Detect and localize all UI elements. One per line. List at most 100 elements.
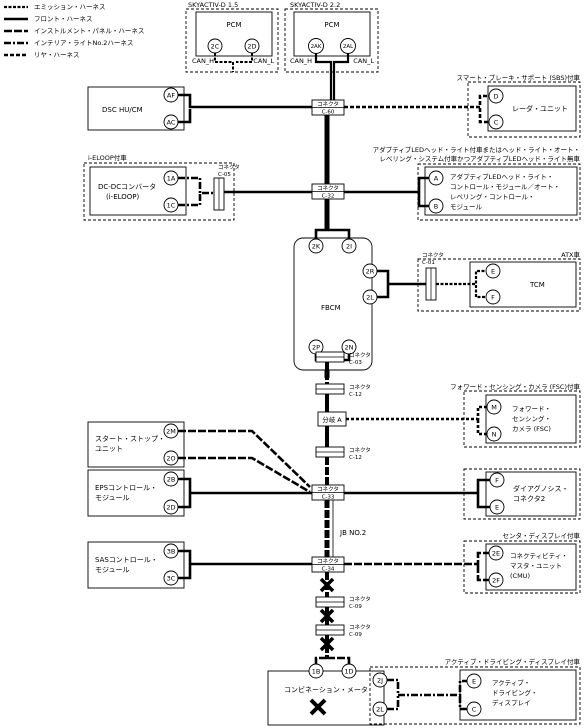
combi-pin-1b: 1B (312, 668, 321, 676)
diag-pin-f: F (495, 477, 499, 485)
connector-c32-id: C-32 (322, 194, 335, 200)
connector-c03-label: コネクタ (349, 351, 371, 359)
wire-add (387, 678, 467, 711)
sas-pin-3b: 3B (167, 548, 176, 556)
tcm-name: TCM (529, 281, 545, 289)
connector-c09-lower: コネクタ C-09 (315, 623, 371, 638)
cmu-group-label: センタ・ディスプレイ付車 (502, 531, 580, 540)
jb-no2-label: JB NO.2 (339, 529, 366, 537)
dsc-name: DSC HU/CM (102, 106, 143, 114)
dcdc-group: i-ELOOP付車 DC-DCコンバータ (i-ELOOP) 1A 1C コネク… (83, 153, 240, 221)
pcm-1-5-box (195, 11, 273, 57)
alh-name-line2: コントロール・モジュール／オート・ (450, 183, 560, 191)
legend-label-emission: エミッション・ハーネス (34, 3, 106, 11)
legend-label-front: フロント・ハーネス (34, 15, 93, 23)
tcm-group: ATX車 TCM E F コネクタ C-01 (417, 250, 580, 312)
fbcm-pin-2p: 2P (312, 344, 320, 352)
wire-combi-top (314, 656, 351, 664)
wire-eps (178, 477, 312, 509)
cmu-name-line3: (CMU) (510, 572, 530, 580)
alh-group-label-line2: レベリング・システム付車かつアダプティブLEDヘッド・ライト無車 (379, 154, 580, 163)
diag-connector-group: F E ダイアグノシス・ コネクタ2 (463, 468, 581, 520)
wire-pcm-2-2 (314, 53, 350, 100)
pcm-2-2-name: PCM (324, 21, 339, 29)
dcdc-pin-1a: 1A (167, 175, 176, 183)
fsc-pin-n: N (492, 431, 497, 439)
dsc-pin-ac: AC (167, 119, 176, 127)
cross-mark-lower (319, 636, 335, 652)
wire-c01-to-tcm (436, 269, 486, 299)
fbcm-module: FBCM 2K 2I 2R 2L 2P 2N (293, 237, 378, 371)
connector-c09-upper-id: C-09 (349, 604, 362, 610)
diag-pin-e: E (495, 504, 499, 512)
pcm-2-2-group-label: SKYACTIV-D 2.2 (290, 1, 340, 9)
connector-c33: コネクタ C-33 (311, 484, 345, 501)
connector-c33-label: コネクタ (317, 485, 339, 493)
tcm-group-label: ATX車 (561, 250, 580, 259)
fsc-name-line1: フォワード・ (512, 405, 551, 413)
eps-module: EPSコントロール・ モジュール 2B 2D (87, 469, 185, 517)
pcm-2-2-box (293, 11, 371, 57)
wire-dcdc-inner (178, 176, 214, 207)
connector-c01-label: コネクタ (422, 251, 444, 259)
fsc-group: フォワード・センシング・カメラ (FSC)付車 M N フォワード・ センシング… (450, 382, 580, 448)
fsc-name-line2: センシング・ (512, 414, 551, 423)
dcdc-pin-1c: 1C (167, 202, 176, 210)
connector-c09-upper-label: コネクタ (349, 595, 371, 603)
pcm-2-2-group: SKYACTIV-D 2.2 PCM 2AK 2AL CAN_H CAN_L (284, 1, 379, 73)
pcm-1-5-can-l: CAN_L (253, 57, 274, 65)
wire-diag (344, 478, 490, 509)
pcm-1-5-group: SKYACTIV-D 1.5 PCM 2C 2D CAN_H CAN_L (185, 1, 279, 73)
sas-name-line2: モジュール (95, 566, 130, 574)
connector-c12-lower-label: コネクタ (349, 446, 371, 454)
alh-name-line3: レベリング・コントロール・ (450, 192, 535, 201)
sas-module: SASコントロール・ モジュール 3B 3C (87, 541, 185, 589)
connector-c12-upper-id: C-12 (349, 392, 362, 398)
pcm-2-2-pin-2al: 2AL (343, 44, 354, 50)
alh-pin-a: A (434, 175, 439, 183)
start-stop-pin-2o: 2O (166, 455, 175, 463)
combination-meter: 1B 1D コンビネーション・メータ 2J 2L (267, 663, 388, 726)
diag-name-line2: コネクタ2 (513, 494, 545, 503)
branch-a-label: 分岐 A (322, 415, 342, 424)
legend-label-interior: インテリア・ライトNo.2ハーネス (34, 39, 133, 47)
combi-pin-2l: 2L (376, 706, 384, 714)
start-stop-name-line2: ユニット (95, 445, 123, 453)
eps-name-line1: EPSコントロール・ (95, 484, 157, 492)
alh-box (424, 166, 578, 216)
alh-name-line4: モジュール (450, 203, 483, 211)
connector-c60-id: C-60 (322, 110, 335, 116)
combi-pin-2j: 2J (377, 677, 383, 685)
add-group: アクティブ・ドライビング・ディスプレイ付車 E C アクティブ・ ドライビング・… (369, 657, 580, 725)
fbcm-pin-2r: 2R (366, 268, 375, 276)
wire-start-stop (178, 429, 311, 494)
pcm-2-2-can-l: CAN_L (353, 57, 374, 65)
alh-pin-b: B (434, 203, 438, 211)
cmu-name-line2: マスタ・ユニット (510, 561, 562, 570)
wire-sas (178, 549, 312, 580)
connector-c09-lower-label: コネクタ (349, 623, 371, 631)
dcdc-name-line2: (i-ELOOP) (106, 193, 140, 201)
fbcm-pin-2i: 2I (346, 243, 352, 251)
eps-name-line2: モジュール (95, 494, 130, 502)
radar-pin-d: D (493, 93, 498, 101)
pcm-2-2-can-h: CAN_H (290, 57, 312, 65)
fbcm-name: FBCM (321, 304, 341, 312)
connector-c34-id: C-34 (322, 567, 335, 573)
connector-c34: コネクタ C-34 (311, 556, 345, 573)
wire-cmu (344, 551, 489, 582)
cmu-pin-2f: 2F (492, 577, 500, 585)
connector-c33-id: C-33 (322, 495, 335, 501)
connector-c09-lower-id: C-09 (349, 632, 362, 638)
alh-group: アダプティブLEDヘッド・ライト付車またはヘッド・ライト・オート・ レベリング・… (373, 145, 580, 221)
cmu-name-line1: コネクティビティ・ (510, 551, 568, 560)
combi-name: コンビネーション・メータ (284, 685, 368, 694)
pcm-1-5-group-label: SKYACTIV-D 1.5 (188, 1, 238, 9)
start-stop-module: スタート・ストップ・ ユニット 2M 2O (87, 421, 185, 468)
fbcm-pin-2l: 2L (366, 294, 374, 302)
cross-mark-middle (319, 608, 335, 624)
connector-c12-lower-id: C-12 (349, 455, 362, 461)
sas-pin-3c: 3C (167, 575, 176, 583)
connector-c12-lower: コネクタ C-12 (315, 446, 371, 461)
dsc-pin-af: AF (167, 92, 175, 100)
